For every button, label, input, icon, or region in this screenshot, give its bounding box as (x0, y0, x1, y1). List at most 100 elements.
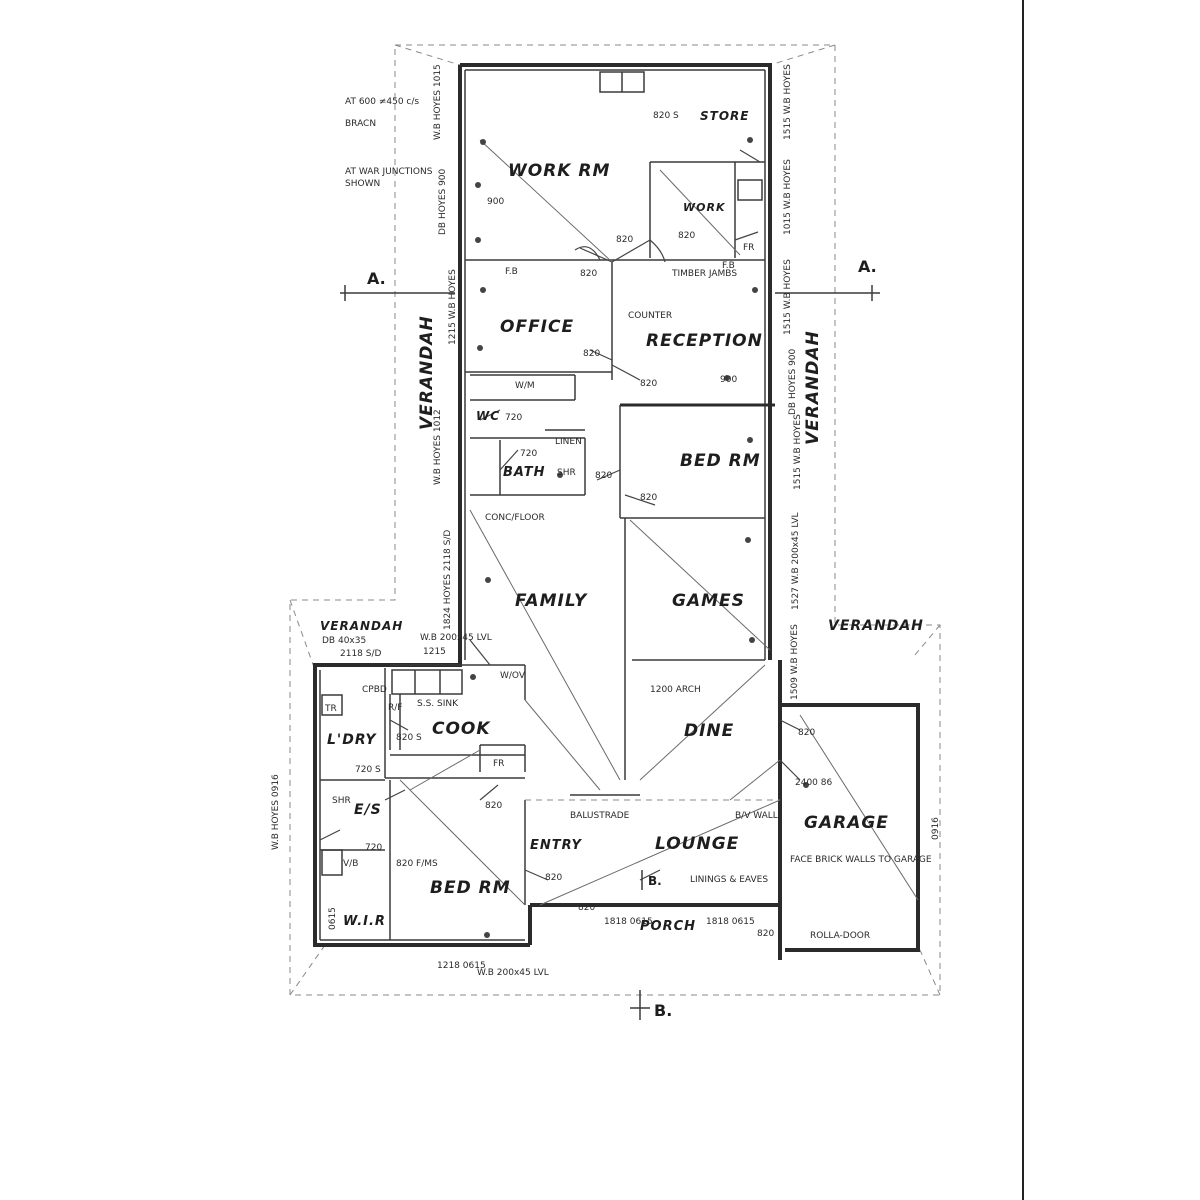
note-conc-floor: CONC/FLOOR (485, 513, 545, 523)
note-820-store: 820 S (653, 111, 679, 121)
note-1818-b: 1818 0615 (706, 917, 755, 927)
note-tr: TR (324, 704, 337, 714)
note-ss-sink: S.S. SINK (417, 699, 459, 709)
page-edge (1022, 0, 1024, 1200)
eaves-outline (289, 44, 941, 996)
note-shown: SHOWN (345, 179, 380, 189)
room-label-work-rm: WORK RM (508, 161, 610, 181)
note-820-dine: 820 (798, 728, 815, 738)
note-1515-bed: 1515 W.B HOYES (793, 414, 803, 490)
note-cpbd: CPBD (362, 685, 387, 695)
note-balustrade: BALUSTRADE (570, 811, 630, 821)
note-0916-right: 0916 (931, 817, 941, 840)
note-820-a: 820 (616, 235, 633, 245)
note-2400-86: 2400 86 (795, 778, 832, 788)
room-label-ldry: L'DRY (327, 732, 377, 748)
door-swings (319, 149, 801, 881)
note-900-db: DB HOYES 900 (788, 348, 798, 415)
note-bv-wall: B/V WALL (735, 811, 778, 821)
room-labels: WORK RM STORE WORK OFFICE RECEPTION WC B… (320, 109, 924, 934)
note-720-bath: 720 (520, 449, 537, 459)
note-1215-cook: 1215 (423, 647, 446, 657)
room-label-wc: WC (476, 409, 500, 423)
section-label-b-bottom: B. (654, 1001, 672, 1020)
note-fb-office: F.B (505, 267, 518, 277)
section-label-a-right: A. (858, 257, 877, 276)
room-label-reception: RECEPTION (646, 331, 763, 351)
note-db-left: DB HOYES 900 (438, 168, 448, 235)
room-label-verandah-right: VERANDAH (803, 330, 823, 445)
note-wb-200: W.B 200x45 LVL (477, 968, 549, 978)
note-820-office: 820 (580, 269, 597, 279)
note-820-entry: 820 (485, 801, 502, 811)
note-fr-cook: FR (493, 759, 504, 769)
note-1527: 1527 W.B 200x45 LVL (791, 512, 801, 610)
note-820-bed-2: 820 (545, 873, 562, 883)
note-wm: W/M (515, 381, 535, 391)
room-label-entry: ENTRY (530, 838, 582, 853)
note-720-wc: 720 (505, 413, 522, 423)
note-900-reception: 900 (720, 375, 737, 385)
note-1509: 1509 W.B HOYES (790, 624, 800, 700)
note-shr-2: SHR (332, 796, 351, 806)
note-820-fms: 820 F/MS (396, 859, 438, 869)
room-label-family: FAMILY (515, 591, 588, 611)
note-820-bath: 820 (595, 471, 612, 481)
power-points (470, 137, 809, 938)
external-walls (313, 63, 920, 960)
room-label-es: E/S (354, 802, 382, 818)
note-junction: AT WAR JUNCTIONS (345, 167, 433, 177)
note-1215-left: 1215 W.B HOYES (448, 269, 458, 345)
note-820-office-2: 820 (583, 349, 600, 359)
note-1818-a: 1818 0615 (604, 917, 653, 927)
room-label-dine: DINE (684, 721, 734, 741)
note-fb-reception: F.B (722, 261, 735, 271)
note-2118-sd: 2118 S/D (340, 649, 382, 659)
note-linings: LININGS & EAVES (690, 875, 768, 885)
note-fr-work: FR (743, 243, 754, 253)
room-label-verandah-top-left: VERANDAH (320, 619, 403, 633)
room-label-office: OFFICE (500, 317, 574, 337)
note-1200-arch: 1200 ARCH (650, 685, 701, 695)
section-markers (340, 285, 880, 1020)
note-820-porch-right: 820 (757, 929, 774, 939)
note-0916-left: W.B HOYES 0916 (271, 774, 281, 850)
note-rf: R/F (388, 703, 402, 713)
room-label-verandah-top-right: VERANDAH (828, 618, 924, 634)
section-labels: A. A. B. B. (367, 257, 877, 1020)
note-820-porch-left: 820 (578, 903, 595, 913)
room-label-store: STORE (700, 109, 749, 123)
note-rolla-door: ROLLA-DOOR (810, 931, 870, 941)
note-timber-jambs: TIMBER JAMBS (671, 269, 737, 279)
note-vb: V/B (343, 859, 358, 869)
note-820-b: 820 (678, 231, 695, 241)
section-label-a-left: A. (367, 269, 386, 288)
note-720-ldry: 720 S (355, 765, 381, 775)
room-label-work: WORK (683, 201, 726, 214)
note-db-verandah: DB 40x35 (322, 636, 366, 646)
note-820-reception: 820 (640, 379, 657, 389)
note-face-brick: FACE BRICK WALLS TO GARAGE (790, 855, 932, 865)
room-label-games: GAMES (672, 591, 745, 611)
room-label-porch: PORCH (640, 919, 696, 934)
note-shr: SHR (557, 468, 576, 478)
note-820-bed: 820 (640, 493, 657, 503)
note-wov: W/OV (500, 671, 526, 681)
note-wb-top-left: W.B HOYES 1015 (433, 64, 443, 140)
room-label-garage: GARAGE (804, 813, 889, 833)
note-linen: LINEN (555, 437, 582, 447)
room-label-verandah-left: VERANDAH (417, 315, 437, 430)
note-820-cook: 820 S (396, 733, 422, 743)
room-label-bed-rm-1: BED RM (680, 451, 761, 471)
room-label-bath: BATH (503, 465, 545, 480)
room-label-lounge: LOUNGE (655, 834, 739, 854)
note-1515-reception: 1515 W.B HOYES (783, 259, 793, 335)
note-1015-right: 1015 W.B HOYES (783, 159, 793, 235)
note-900-work: 900 (487, 197, 504, 207)
room-label-cook: COOK (432, 719, 491, 739)
note-0615-wir: 0615 (328, 907, 338, 930)
note-bracing: BRACN (345, 119, 376, 129)
internal-walls (320, 71, 780, 940)
